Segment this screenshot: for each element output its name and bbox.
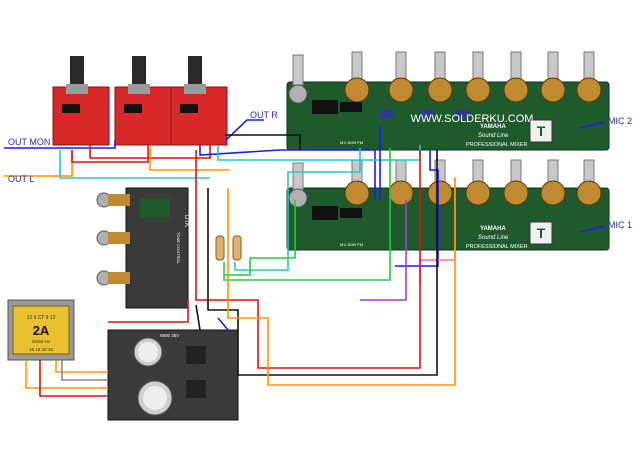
power-supply-board: 6800 35V [107, 329, 239, 421]
tone-brand: DTK [183, 215, 189, 227]
mixer2-potentiometers [288, 159, 602, 208]
transformer: 12 9 CT 9 12 2A 50/60 Hz 15 18 18 15 [7, 299, 75, 361]
wire-out-mon [4, 140, 116, 149]
wire-out-l [4, 150, 73, 177]
mixer2-type: PROFESSIONAL MIXER [466, 244, 528, 250]
mixer1-series: Sound Line [478, 133, 509, 139]
label-mic-2: MIC 2 [608, 116, 632, 126]
mixer2-model: MX-3009 FM [340, 242, 363, 247]
mixer1-brand: YAMAHA [480, 124, 506, 130]
transformer-taps: 12 9 CT 9 12 [27, 315, 56, 321]
mixer-board-mic2: T YAMAHA Sound Line PROFESSIONAL MIXER M… [286, 51, 610, 151]
mixer2-logo-letter: T [537, 225, 546, 241]
mixer1-logo-letter: T [537, 123, 546, 139]
mixer1-model: MX-3009 FM [340, 140, 363, 145]
mixer1-type: PROFESSIONAL MIXER [466, 142, 528, 148]
psu-label: 6800 35V [160, 333, 179, 338]
mixer2-brand: YAMAHA [480, 226, 506, 232]
transformer-frequency: 50/60 Hz [32, 339, 51, 344]
mixer1-potentiometers [288, 51, 602, 104]
label-out-r: OUT R [250, 110, 278, 120]
transformer-taps-bottom: 15 18 18 15 [29, 347, 53, 352]
label-out-l: OUT L [8, 174, 34, 184]
mixer-board-mic1: T YAMAHA Sound Line PROFESSIONAL MIXER M… [286, 159, 610, 251]
wire-mic-2 [579, 121, 606, 129]
tone-name: TONE CONTROL [176, 232, 181, 264]
label-out-mon: OUT MON [8, 137, 50, 147]
wire-out-r [225, 119, 264, 141]
resistors [215, 235, 242, 261]
red-preamp-boards [52, 56, 228, 146]
watermark: WWW.SOLDERKU.COM [411, 113, 534, 125]
tone-control-board: DTK TONE CONTROL [96, 187, 189, 309]
label-mic-1: MIC 1 [608, 220, 632, 230]
mixer2-series: Sound Line [478, 235, 509, 241]
wire-mic-1 [579, 225, 606, 233]
transformer-current: 2A [33, 323, 50, 338]
wires [4, 119, 606, 397]
